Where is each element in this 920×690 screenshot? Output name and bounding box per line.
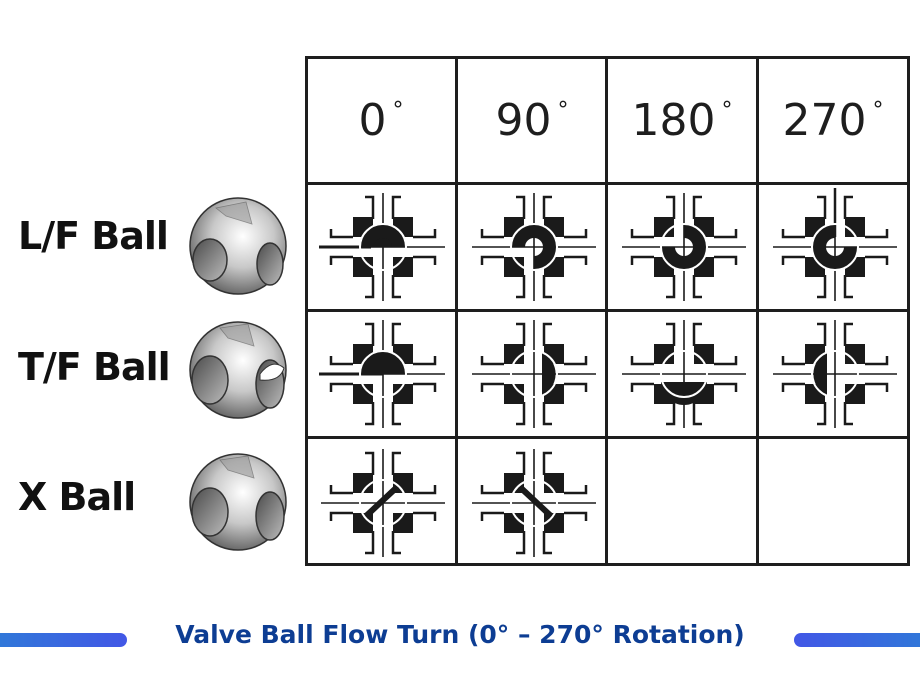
degree-symbol: ° bbox=[872, 97, 884, 123]
lf-ball-180deg-flow-icon bbox=[620, 191, 748, 303]
column-header-value: 270 bbox=[782, 94, 867, 146]
row-label-tf-ball: T/F Ball bbox=[18, 345, 171, 389]
column-header-270: 270° bbox=[758, 57, 908, 183]
decorative-bar-left bbox=[0, 633, 127, 647]
lf-ball-90deg-flow-icon bbox=[470, 191, 598, 303]
degree-symbol: ° bbox=[557, 97, 569, 123]
column-header-0: 0° bbox=[306, 57, 456, 183]
degree-symbol: ° bbox=[392, 97, 404, 123]
lf-ball-image bbox=[189, 197, 287, 295]
column-header-value: 90 bbox=[495, 94, 552, 146]
decorative-bar-right bbox=[794, 633, 920, 647]
degree-symbol: ° bbox=[721, 97, 733, 123]
column-header-value: 0 bbox=[358, 94, 387, 146]
tf-ball-180deg-flow-icon bbox=[620, 318, 748, 430]
x-ball-90deg-flow-icon bbox=[470, 447, 598, 559]
empty-cell-x-ball-180 bbox=[607, 438, 757, 565]
grid-divider bbox=[305, 309, 910, 312]
lf-ball-0deg-flow-icon bbox=[319, 191, 447, 303]
tf-ball-270deg-flow-icon bbox=[771, 318, 899, 430]
lf-ball-270deg-flow-icon bbox=[771, 188, 899, 303]
grid-divider bbox=[305, 436, 910, 439]
empty-cell-x-ball-270 bbox=[758, 438, 908, 565]
column-header-180: 180° bbox=[607, 57, 757, 183]
x-ball-image bbox=[189, 453, 287, 551]
row-label-lf-ball: L/F Ball bbox=[18, 214, 169, 258]
tf-ball-90deg-flow-icon bbox=[470, 318, 598, 430]
figure-caption: Valve Ball Flow Turn (0° – 270° Rotation… bbox=[175, 620, 745, 649]
column-header-90: 90° bbox=[457, 57, 607, 183]
grid-divider bbox=[305, 182, 910, 185]
row-label-x-ball: X Ball bbox=[18, 475, 136, 519]
tf-ball-0deg-flow-icon bbox=[319, 318, 447, 430]
x-ball-0deg-flow-icon bbox=[319, 447, 447, 559]
tf-ball-image bbox=[189, 321, 287, 419]
column-header-value: 180 bbox=[631, 94, 716, 146]
